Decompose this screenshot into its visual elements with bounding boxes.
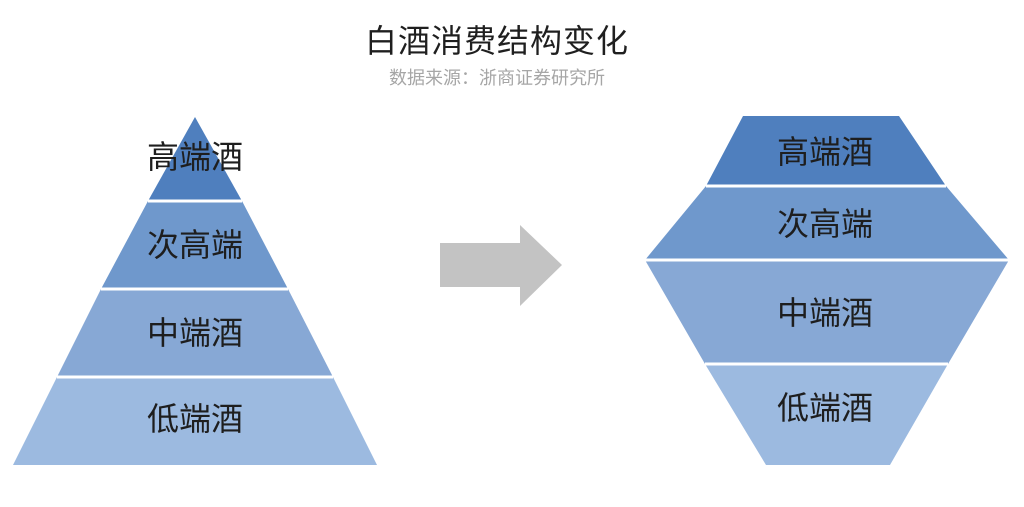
before-tier-sub-high bbox=[101, 201, 288, 289]
before-label-low: 低端酒 bbox=[147, 400, 243, 438]
before-label-sub-high: 次高端 bbox=[147, 226, 243, 264]
before-label-high: 高端酒 bbox=[147, 138, 243, 176]
after-tier-low bbox=[705, 364, 948, 465]
after-label-mid: 中端酒 bbox=[777, 294, 873, 332]
after-tier-high bbox=[706, 116, 946, 186]
after-label-low: 低端酒 bbox=[777, 389, 873, 427]
diagram-title: 白酒消费结构变化 bbox=[364, 22, 629, 60]
before-tier-low bbox=[13, 377, 377, 465]
right-arrow-icon bbox=[440, 225, 562, 306]
arrow-shape bbox=[440, 225, 562, 306]
after-structure: 高端酒 次高端 中端酒 低端酒 bbox=[645, 116, 1009, 465]
before-label-mid: 中端酒 bbox=[147, 314, 243, 352]
before-pyramid: 高端酒 次高端 中端酒 低端酒 bbox=[13, 117, 377, 465]
after-label-high: 高端酒 bbox=[777, 133, 873, 171]
after-tier-sub-high bbox=[645, 186, 1009, 260]
before-tier-high bbox=[148, 117, 242, 201]
after-tier-mid bbox=[645, 260, 1009, 364]
diagram-subtitle: 数据来源：浙商证券研究所 bbox=[389, 68, 605, 89]
before-tier-mid bbox=[57, 289, 333, 377]
after-label-sub-high: 次高端 bbox=[777, 205, 873, 243]
